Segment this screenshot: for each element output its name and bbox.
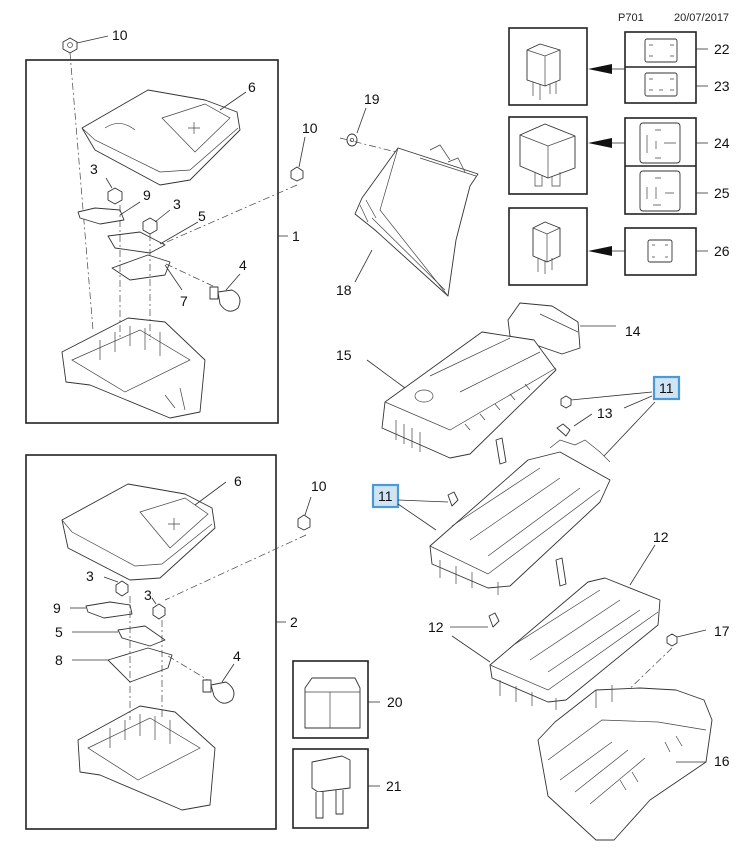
- callout-3[interactable]: 3: [144, 587, 152, 603]
- bracket: [77, 207, 125, 225]
- callout-6[interactable]: 6: [234, 473, 242, 489]
- fuse-box-cover: [61, 483, 216, 581]
- busbar: [111, 254, 171, 281]
- callout-5[interactable]: 5: [198, 208, 206, 224]
- micro-relay-small-icon: [532, 221, 561, 274]
- callout-17[interactable]: 17: [714, 623, 730, 639]
- callout-9[interactable]: 9: [143, 187, 151, 203]
- fuse-box-cover: [81, 89, 241, 186]
- pinout-24-icon: [639, 122, 681, 164]
- j-case-fuse-icon: [304, 677, 361, 729]
- callout-4[interactable]: 4: [233, 648, 241, 664]
- diagram-date: 20/07/2017: [674, 12, 730, 24]
- callout-2[interactable]: 2: [290, 614, 298, 630]
- nut-icon: [290, 166, 304, 182]
- nut-icon: [666, 633, 678, 647]
- nut-icon: [152, 603, 166, 620]
- callout-3[interactable]: 3: [86, 568, 94, 584]
- callout-15[interactable]: 15: [336, 347, 352, 363]
- mini-relay-icon: [519, 123, 576, 187]
- callout-12[interactable]: 12: [653, 529, 669, 545]
- busbar-plate: [117, 625, 166, 647]
- callout-13[interactable]: 13: [597, 405, 613, 421]
- nut-icon: [297, 514, 311, 531]
- mini-blade-fuse-icon: [311, 755, 351, 819]
- callout-9[interactable]: 9: [53, 600, 61, 616]
- callout-18[interactable]: 18: [336, 282, 352, 298]
- battery-terminal: [209, 286, 241, 312]
- diagram-ref-code: P701: [618, 12, 644, 24]
- pinout-26-icon: [647, 239, 673, 263]
- callout-19[interactable]: 19: [364, 91, 380, 107]
- clip-icon: [556, 423, 571, 437]
- fuse-frame-20: [292, 660, 369, 739]
- callout-25[interactable]: 25: [714, 185, 730, 201]
- fuse-block-lower: [489, 557, 661, 710]
- callout-11[interactable]: 11: [659, 380, 674, 396]
- busbar: [107, 647, 173, 683]
- assembly-frame-1: [25, 59, 279, 424]
- pinout-23-icon: [644, 72, 678, 97]
- relay-variant-frame: [624, 227, 697, 276]
- washer-icon: [346, 133, 358, 147]
- callout-11-highlight[interactable]: 11: [371, 483, 400, 509]
- callout-20[interactable]: 20: [387, 694, 403, 710]
- callout-22[interactable]: 22: [714, 41, 730, 57]
- callout-6[interactable]: 6: [248, 79, 256, 95]
- relay-frame-small: [508, 207, 588, 286]
- callout-8[interactable]: 8: [55, 652, 63, 668]
- callout-10[interactable]: 10: [302, 120, 318, 136]
- fuse-box-base: [77, 705, 216, 811]
- nut-icon: [107, 187, 123, 205]
- callout-1[interactable]: 1: [292, 228, 300, 244]
- callout-23[interactable]: 23: [714, 78, 730, 94]
- callout-10[interactable]: 10: [311, 478, 327, 494]
- callout-11-highlight[interactable]: 11: [652, 375, 681, 401]
- relay-frame-micro: [508, 27, 588, 106]
- callout-11[interactable]: 11: [378, 488, 393, 504]
- fuse-frame-21: [292, 748, 369, 829]
- arrow-left-icon: [588, 64, 612, 74]
- busbar-plate: [107, 231, 166, 254]
- fuse-block-upper: [429, 437, 611, 595]
- callout-24[interactable]: 24: [714, 135, 730, 151]
- clip-icon: [447, 491, 459, 507]
- callout-12[interactable]: 12: [428, 619, 444, 635]
- callout-21[interactable]: 21: [386, 778, 402, 794]
- callout-4[interactable]: 4: [239, 257, 247, 273]
- callout-7[interactable]: 7: [180, 293, 188, 309]
- callout-3[interactable]: 3: [173, 196, 181, 212]
- nut-icon: [560, 395, 572, 409]
- callout-26[interactable]: 26: [714, 243, 730, 259]
- battery-terminal: [202, 679, 235, 704]
- fuse-block-cover: [381, 331, 557, 459]
- callout-10[interactable]: 10: [112, 27, 128, 43]
- clip-icon: [488, 612, 500, 628]
- pinout-25-icon: [639, 170, 681, 212]
- arrow-left-icon: [588, 246, 612, 256]
- nut-icon: [142, 217, 158, 235]
- nut-icon: [115, 580, 129, 597]
- pinout-22-icon: [644, 38, 678, 63]
- callout-16[interactable]: 16: [714, 753, 730, 769]
- arrow-left-icon: [588, 138, 612, 148]
- nut-icon: [62, 37, 78, 54]
- fuse-box-base: [61, 317, 206, 419]
- bracket: [85, 601, 133, 619]
- fuse-box-housing: [537, 685, 713, 841]
- control-module: [354, 144, 479, 297]
- relay-frame-mini: [508, 116, 588, 195]
- assembly-frame-2: [25, 454, 277, 830]
- callout-3[interactable]: 3: [90, 161, 98, 177]
- callout-5[interactable]: 5: [55, 624, 63, 640]
- callout-14[interactable]: 14: [625, 323, 641, 339]
- micro-relay-icon: [526, 43, 561, 100]
